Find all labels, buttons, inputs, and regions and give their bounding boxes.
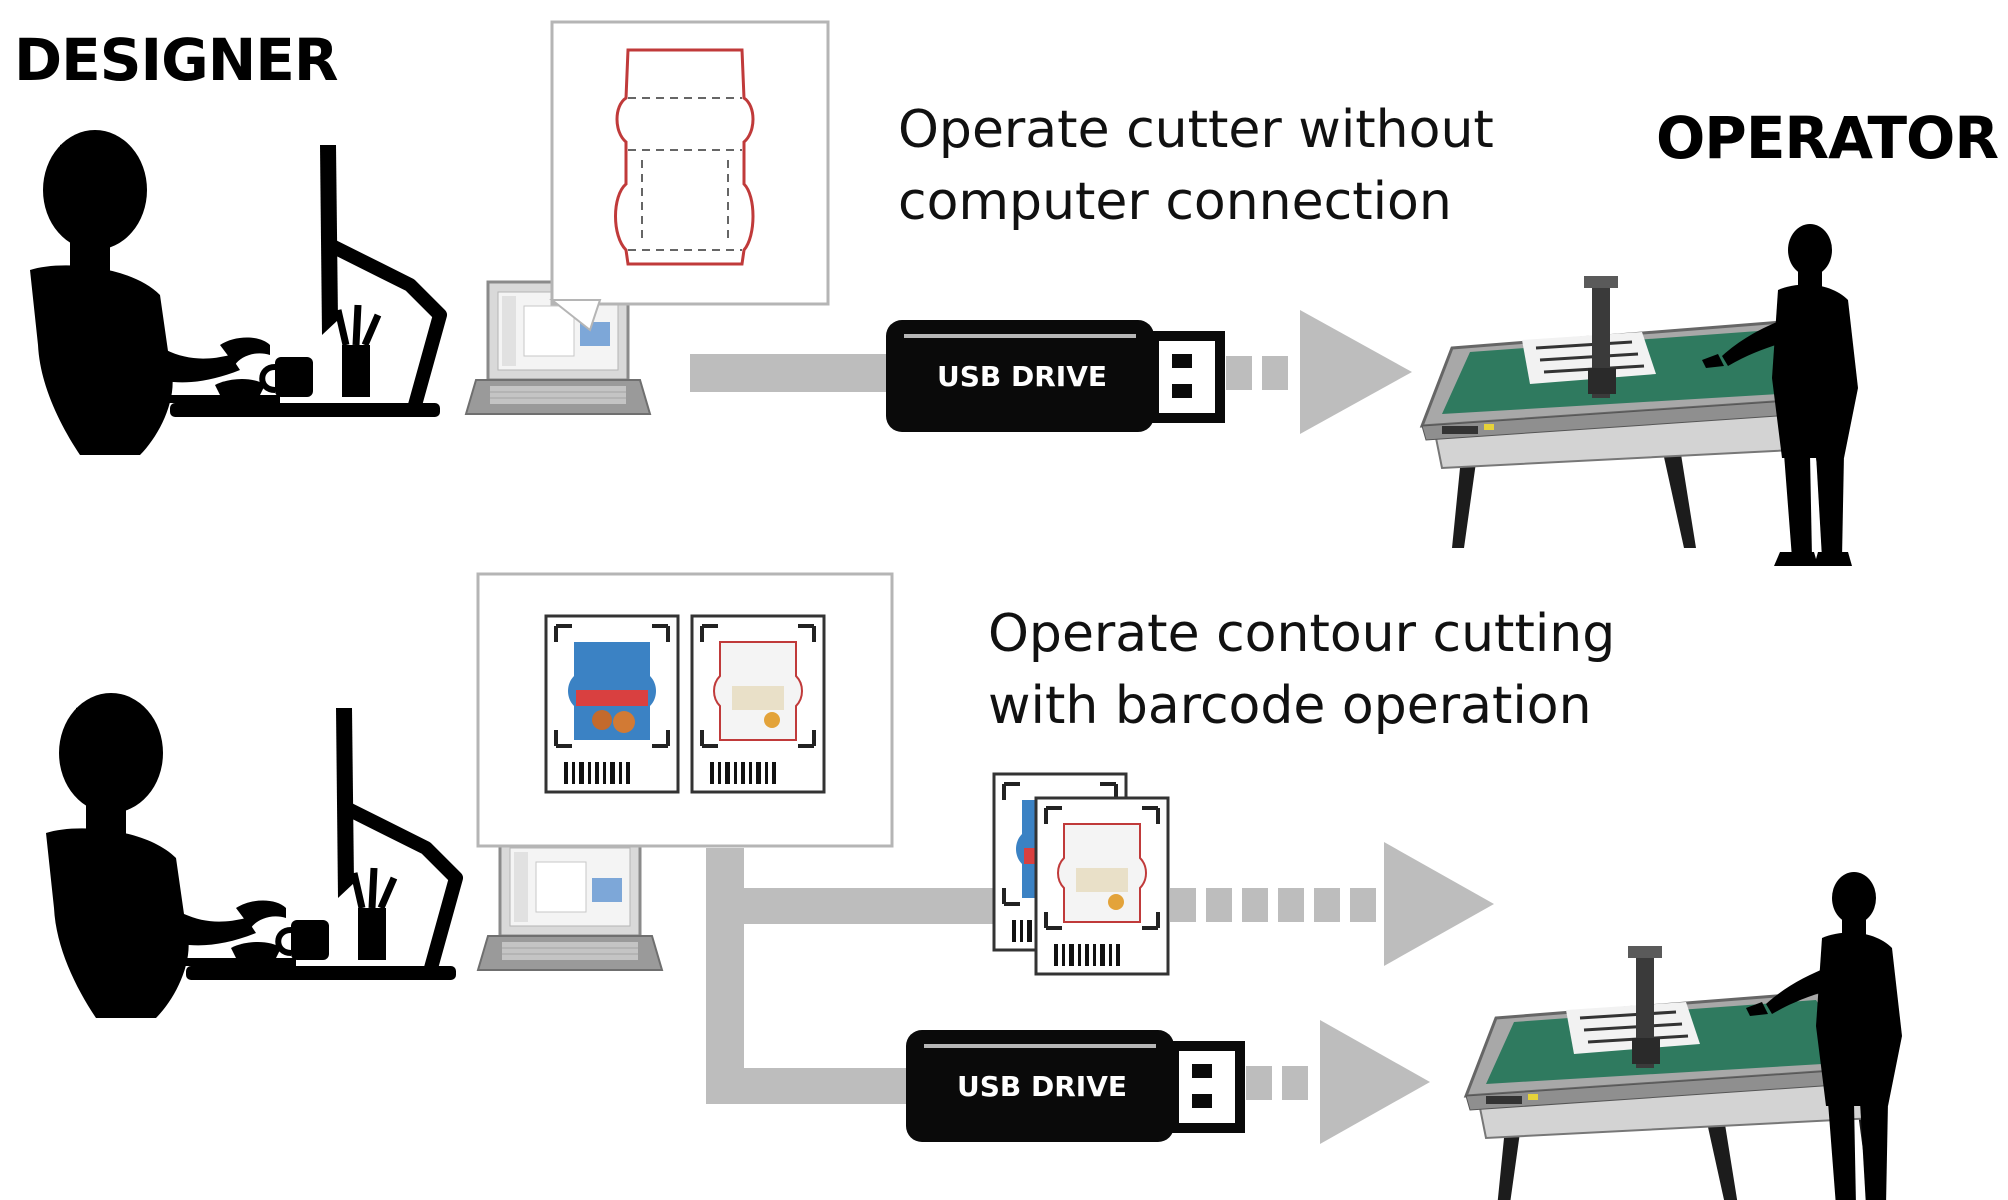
usb-drive-bottom: USB DRIVE — [906, 1030, 1240, 1142]
design-preview-top — [549, 20, 830, 332]
dashed-arrow-top — [1226, 310, 1412, 434]
laptop-bottom — [476, 836, 664, 972]
flow-bar-top — [690, 354, 890, 392]
designer-label: DESIGNER — [14, 26, 339, 94]
usb-drive-top: USB DRIVE — [886, 320, 1220, 432]
usb-drive-bottom-label: USB DRIVE — [957, 1070, 1127, 1103]
workflow-1-caption: Operate cutter without computer connecti… — [898, 94, 1494, 238]
designer-silhouette-bottom — [46, 693, 456, 1018]
flow-branch-bottom — [706, 848, 1006, 1104]
workflow-2-caption-line-1: Operate contour cutting — [988, 604, 1616, 664]
workflow-1-caption-line-1: Operate cutter without — [898, 100, 1494, 160]
workflow-1-caption-line-2: computer connection — [898, 172, 1452, 232]
designer-silhouette-top — [30, 130, 440, 455]
dashed-arrow-sheets — [1170, 842, 1494, 966]
operator-label: OPERATOR — [1656, 104, 1999, 172]
printed-sheets — [992, 772, 1170, 976]
design-preview-bottom — [476, 572, 894, 848]
workflow-2-caption: Operate contour cutting with barcode ope… — [988, 598, 1615, 742]
usb-drive-top-label: USB DRIVE — [937, 360, 1107, 393]
dashed-arrow-usb-bottom — [1246, 1020, 1430, 1144]
workflow-2-caption-line-2: with barcode operation — [988, 676, 1592, 736]
